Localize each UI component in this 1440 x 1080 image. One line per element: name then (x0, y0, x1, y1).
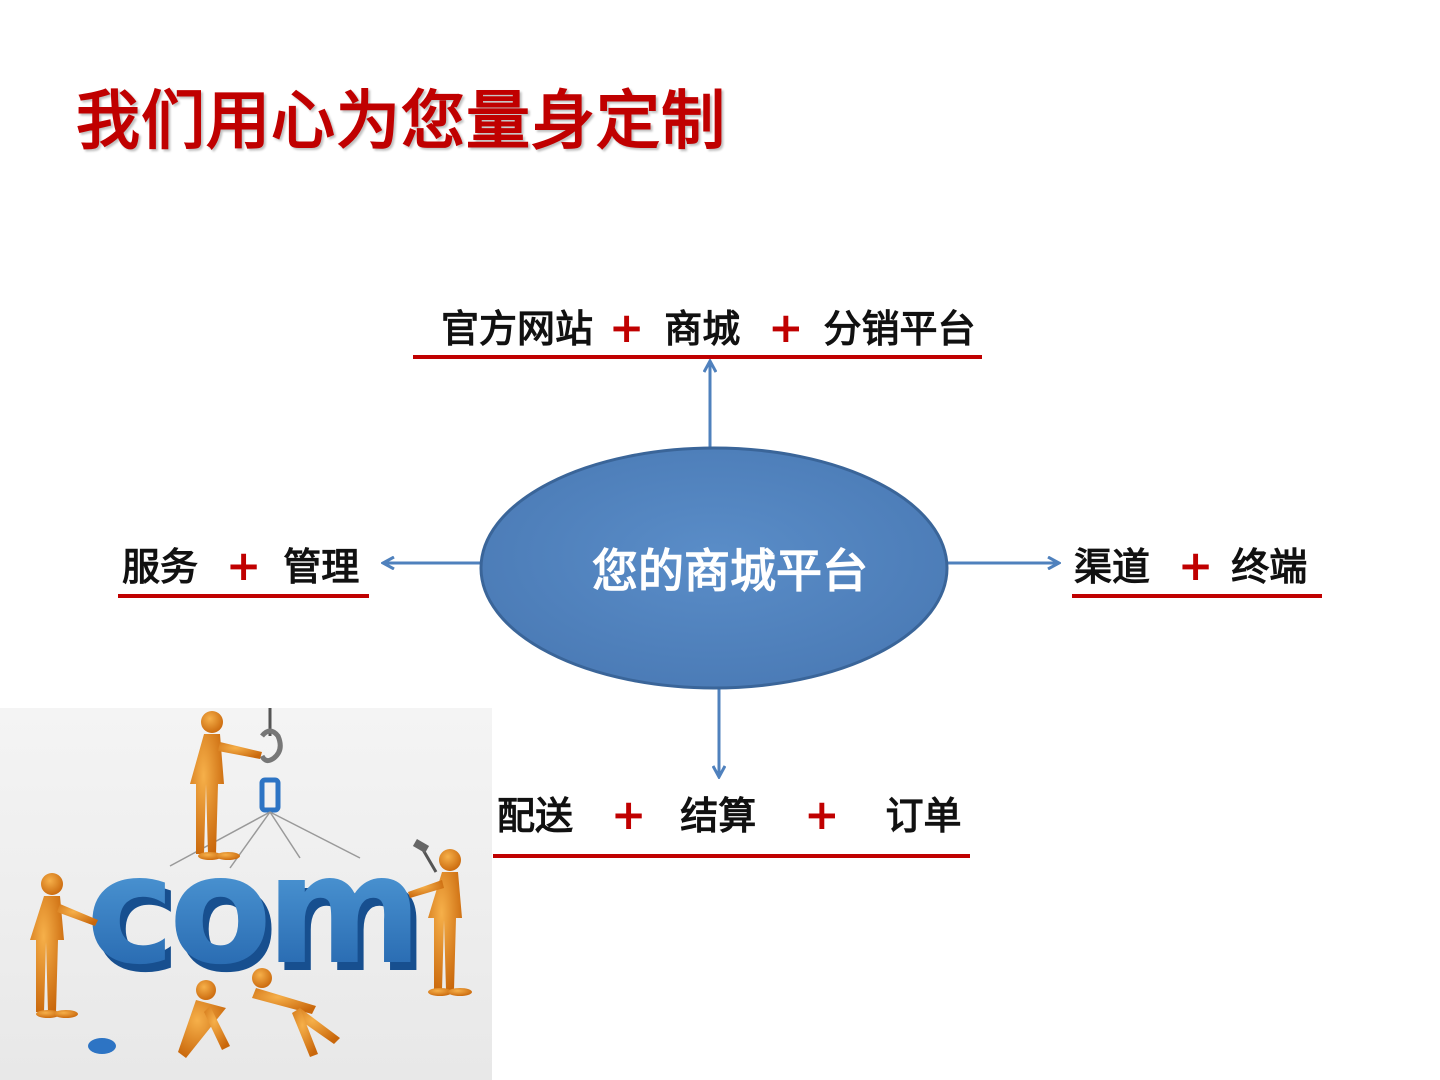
right-underline (1072, 594, 1322, 598)
top-plus-2: + (768, 303, 804, 352)
builder-figure-right (408, 839, 472, 996)
left-plus-1: + (226, 541, 262, 590)
builder-figure-top (190, 711, 262, 860)
top-group: 官方网站 + 商城 + 分销平台 (441, 298, 975, 353)
top-item-2: 商城 (664, 307, 741, 351)
right-plus-1: + (1178, 541, 1214, 590)
top-item-3: 分销平台 (823, 307, 976, 351)
right-item-1: 渠道 (1074, 545, 1151, 589)
bottom-group: 配送 + 结算 + 订单 (497, 785, 961, 840)
center-ellipse (479, 446, 949, 690)
bottom-underline (493, 854, 970, 858)
builder-figure-left (30, 873, 98, 1018)
top-plus-1: + (609, 303, 645, 352)
left-group: 服务 + 管理 (122, 536, 359, 591)
left-underline (118, 594, 369, 598)
builder-figures-bottom (178, 968, 340, 1058)
left-item-1: 服务 (122, 545, 199, 589)
top-item-1: 官方网站 (441, 307, 594, 351)
right-group: 渠道 + 终端 (1074, 536, 1307, 591)
builders-illustration: com com (0, 708, 492, 1080)
com-letters: com (86, 824, 416, 998)
bottom-item-2: 结算 (680, 794, 757, 838)
bottom-plus-2: + (804, 790, 840, 839)
center-label: 您的商城平台 (592, 544, 868, 598)
bottom-item-1: 配送 (497, 794, 574, 838)
bottom-item-3: 订单 (885, 794, 962, 838)
right-item-2: 终端 (1231, 545, 1308, 589)
left-item-2: 管理 (283, 545, 360, 589)
slide-title: 我们用心为您量身定制 (76, 85, 726, 159)
bottom-plus-1: + (611, 790, 647, 839)
top-underline (413, 355, 982, 359)
